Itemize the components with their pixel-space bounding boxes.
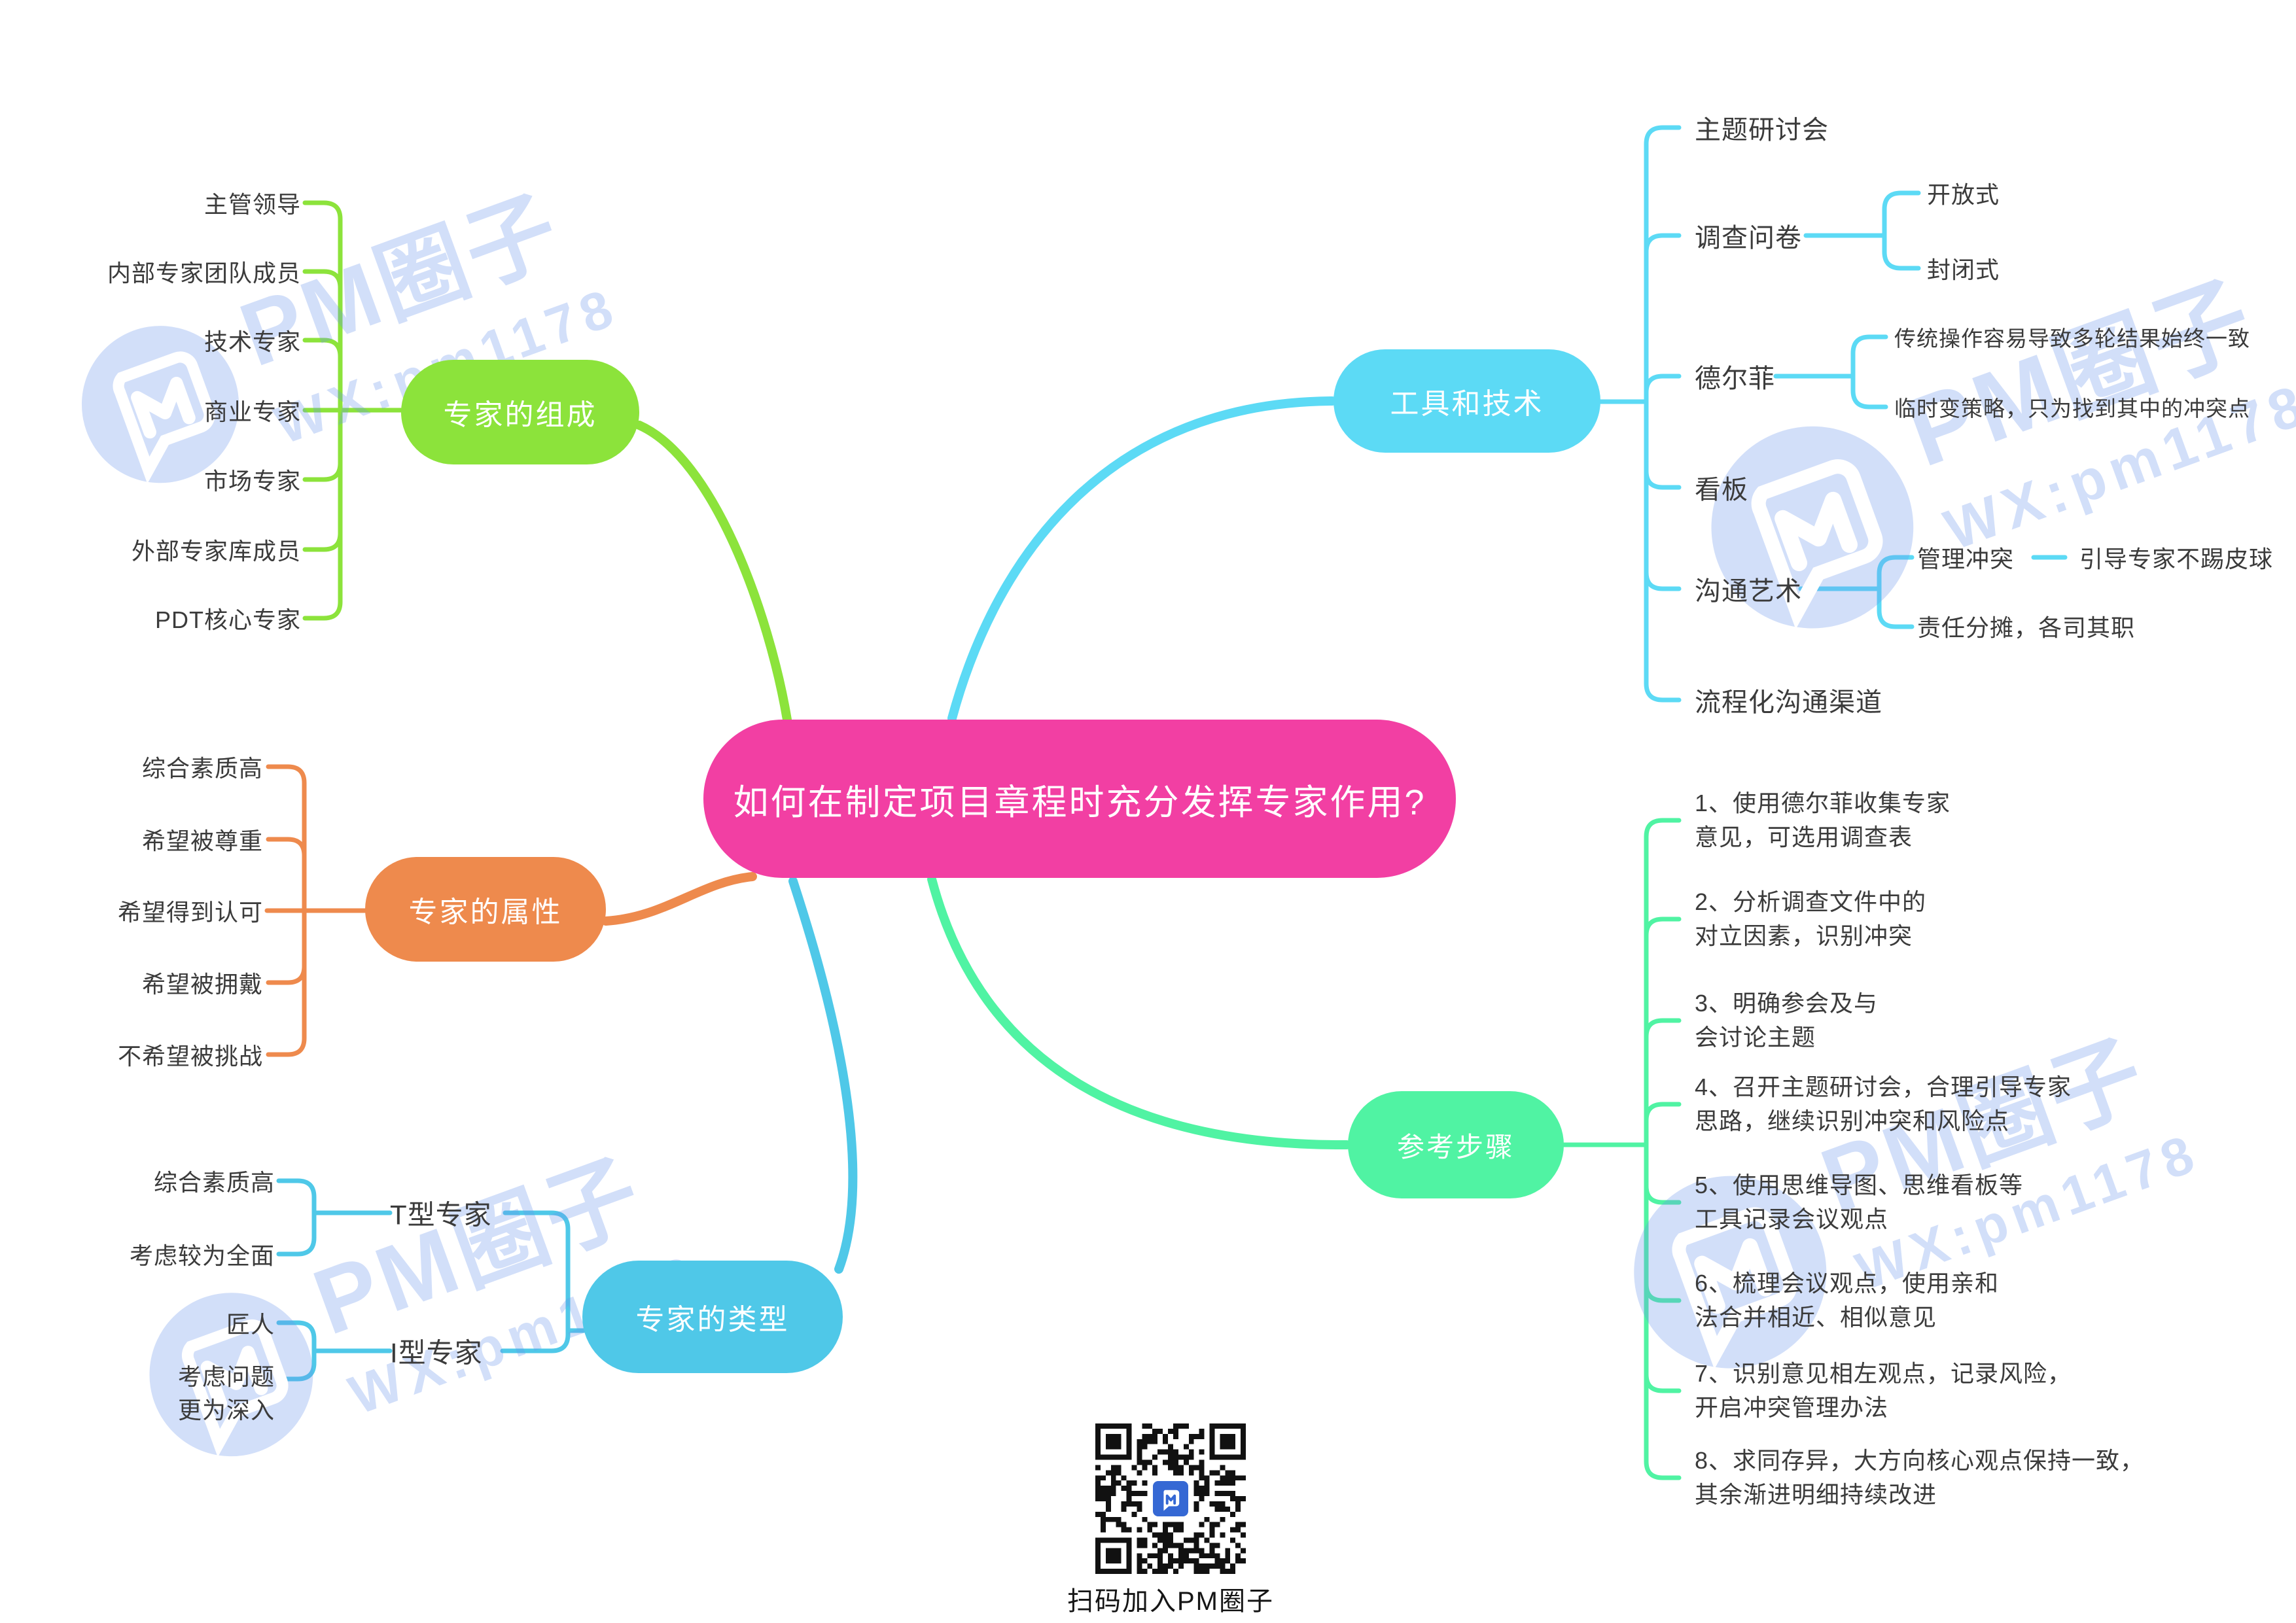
topic-attributes-child-4[interactable]: 不希望被挑战 xyxy=(117,1043,263,1070)
topic-composition-child-5[interactable]: 外部专家库成员 xyxy=(131,538,301,565)
topic-step-7[interactable]: 7、识别意见相左观点，记录风险， 开启冲突管理办法 xyxy=(1695,1359,2072,1421)
qr-caption: 扫码加入PM圈子 xyxy=(1067,1587,1274,1616)
topic-composition-child-3[interactable]: 商业专家 xyxy=(203,398,301,425)
topic-composition-child-2[interactable]: 技术专家 xyxy=(203,328,301,355)
topic-survey-open[interactable]: 开放式 xyxy=(1927,181,2000,208)
branch-node-types[interactable]: 专家的类型 xyxy=(582,1261,843,1373)
branch-node-attributes[interactable]: 专家的属性 xyxy=(365,857,606,962)
topic-t-child-1[interactable]: 考虑较为全面 xyxy=(129,1242,275,1269)
topic-duty-sharing[interactable]: 责任分摊，各司其职 xyxy=(1917,614,2136,641)
topic-t-type-expert[interactable]: T型专家 xyxy=(390,1199,492,1230)
topic-t-child-0[interactable]: 综合素质高 xyxy=(153,1169,275,1196)
topic-delphi-note-1[interactable]: 临时变策略，只为找到其中的冲突点 xyxy=(1894,396,2250,421)
topic-tools-child-0[interactable]: 主题研讨会 xyxy=(1695,116,1829,145)
topic-i-child-1[interactable]: 考虑问题 更为深入 xyxy=(177,1363,275,1423)
topic-step-5[interactable]: 5、使用思维导图、思维看板等 工具记录会议观点 xyxy=(1695,1171,2024,1232)
topic-tools-child-2[interactable]: 德尔菲 xyxy=(1695,364,1775,393)
branch-label: 专家的类型 xyxy=(635,1304,790,1336)
topic-step-4[interactable]: 4、召开主题研讨会，合理引导专家 思路，继续识别冲突和风险点 xyxy=(1695,1073,2072,1134)
central-topic-label: 如何在制定项目章程时充分发挥专家作用? xyxy=(733,782,1426,822)
topic-composition-child-0[interactable]: 主管领导 xyxy=(203,191,301,218)
topic-step-3[interactable]: 3、明确参会及与 会讨论主题 xyxy=(1695,989,1879,1051)
topic-tools-child-5[interactable]: 流程化沟通渠道 xyxy=(1695,688,1882,717)
topic-attributes-child-1[interactable]: 希望被尊重 xyxy=(141,828,263,854)
branch-node-composition[interactable]: 专家的组成 xyxy=(401,360,639,464)
topic-composition-child-1[interactable]: 内部专家团队成员 xyxy=(107,260,301,287)
topic-attributes-child-2[interactable]: 希望得到认可 xyxy=(117,899,263,926)
topic-step-2[interactable]: 2、分析调查文件中的 对立因素，识别冲突 xyxy=(1695,888,1927,949)
topic-tools-child-3[interactable]: 看板 xyxy=(1695,476,1748,504)
topic-step-6[interactable]: 6、梳理会议观点，使用亲和 法合并相近、相似意见 xyxy=(1695,1269,2000,1331)
branch-label: 专家的属性 xyxy=(408,896,563,928)
topic-attributes-child-3[interactable]: 希望被拥戴 xyxy=(141,971,263,998)
topic-i-type-expert[interactable]: I型专家 xyxy=(390,1337,483,1369)
topic-attributes-child-0[interactable]: 综合素质高 xyxy=(141,755,263,782)
topic-survey-closed[interactable]: 封闭式 xyxy=(1927,256,2000,283)
topic-tools-child-1[interactable]: 调查问卷 xyxy=(1695,224,1802,253)
branch-node-tools[interactable]: 工具和技术 xyxy=(1333,349,1600,453)
topic-composition-child-4[interactable]: 市场专家 xyxy=(203,468,301,495)
topic-composition-child-6[interactable]: PDT核心专家 xyxy=(154,606,301,633)
qr-center-logo-icon xyxy=(1150,1478,1191,1519)
branch-label: 专家的组成 xyxy=(443,399,597,431)
topic-conflict-note[interactable]: 引导专家不踢皮球 xyxy=(2079,546,2274,572)
topic-conflict-management[interactable]: 管理冲突 xyxy=(1917,546,2015,572)
branch-label: 参考步骤 xyxy=(1396,1131,1515,1162)
branch-node-steps[interactable]: 参考步骤 xyxy=(1348,1091,1564,1198)
topic-delphi-note-0[interactable]: 传统操作容易导致多轮结果始终一致 xyxy=(1894,326,2250,351)
topic-step-8[interactable]: 8、求同存异，大方向核心观点保持一致， 其余渐进明细持续改进 xyxy=(1695,1446,2145,1508)
branch-label: 工具和技术 xyxy=(1390,388,1544,420)
topic-tools-child-4[interactable]: 沟通艺术 xyxy=(1695,577,1802,606)
qr-code xyxy=(1095,1423,1246,1574)
topic-step-1[interactable]: 1、使用德尔菲收集专家 意见，可选用调查表 xyxy=(1695,789,1951,850)
central-topic[interactable]: 如何在制定项目章程时充分发挥专家作用? xyxy=(703,720,1456,878)
qr-code-image xyxy=(1095,1423,1246,1574)
topic-i-child-0[interactable]: 匠人 xyxy=(226,1311,275,1338)
